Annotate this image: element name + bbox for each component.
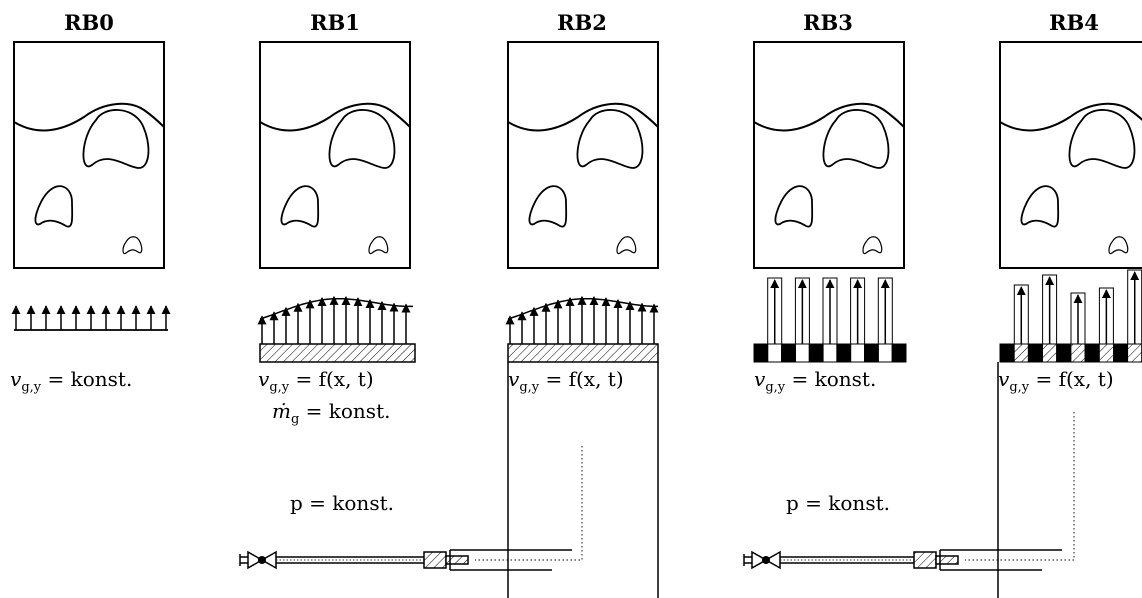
plate-segment — [1056, 343, 1072, 363]
nozzle-opening — [850, 343, 866, 363]
rb2-dotted-leader — [475, 446, 583, 561]
velocity-profile-curve — [259, 297, 413, 320]
tank-boxes — [13, 41, 1142, 269]
free-surface-line — [999, 102, 1142, 132]
plate-segment — [808, 343, 824, 363]
injector-block — [423, 551, 447, 569]
small-bubble — [368, 236, 389, 255]
injector-block — [913, 551, 937, 569]
rb1-porous-plate — [259, 343, 416, 363]
rb1-feed-line — [239, 549, 572, 571]
tank-outline — [259, 41, 411, 269]
header-rb1: RB1 — [310, 10, 360, 35]
rb0-equation: vg,y = konst. — [10, 367, 132, 395]
plate-segment — [999, 343, 1015, 363]
medium-bubble — [34, 185, 74, 228]
valve-left-cone — [247, 550, 264, 570]
plate-segment — [1113, 343, 1129, 363]
nozzle-opening — [1070, 343, 1086, 363]
small-bubble — [122, 236, 143, 255]
rb3-pressure-label: p = konst. — [786, 491, 890, 515]
header-rb3: RB3 — [803, 10, 853, 35]
plate-segment — [864, 343, 879, 363]
large-bubble — [82, 109, 150, 169]
nozzle-opening — [1042, 343, 1058, 363]
tank-rb1 — [259, 41, 411, 269]
injector-nozzle — [445, 555, 469, 565]
tank-rb0 — [13, 41, 165, 269]
free-surface-line — [753, 102, 905, 132]
rb1-velocity-profile — [257, 295, 413, 344]
rb2-porous-plate — [507, 343, 659, 363]
medium-bubble — [774, 185, 814, 228]
valve-stem — [762, 556, 770, 564]
free-surface-line — [13, 102, 165, 132]
header-rb0: RB0 — [64, 10, 114, 35]
plate-segment — [753, 343, 769, 363]
free-surface-line — [259, 102, 411, 132]
tank-rb3 — [753, 41, 905, 269]
plate-segment — [1084, 343, 1100, 363]
nozzle-opening — [795, 343, 810, 363]
tank-outline — [507, 41, 659, 269]
valve-left-cone — [751, 550, 768, 570]
header-rb4: RB4 — [1049, 10, 1099, 35]
medium-bubble — [1020, 185, 1060, 228]
rb4-nozzle-plate — [999, 269, 1142, 363]
tank-rb2 — [507, 41, 659, 269]
rb4-velocity-equation: vg,y = f(x, t) — [998, 367, 1114, 395]
large-bubble — [1068, 109, 1136, 169]
tank-outline — [999, 41, 1142, 269]
large-bubble — [822, 109, 890, 169]
rb3-equation: vg,y = konst. — [754, 367, 876, 395]
rb1-pressure-label: p = konst. — [290, 491, 394, 515]
small-bubble — [616, 236, 637, 255]
nozzle-opening — [1127, 343, 1142, 363]
rb3-nozzle-plate — [753, 277, 907, 363]
plate-segment — [1027, 343, 1044, 363]
plate-segment — [891, 343, 907, 363]
small-bubble — [1108, 236, 1129, 255]
large-bubble — [328, 109, 396, 169]
rb4-dotted-leader — [965, 412, 1075, 561]
tank-rb4 — [999, 41, 1142, 269]
valve-stem — [258, 556, 266, 564]
rb1-velocity-equation: vg,y = f(x, t) — [258, 367, 374, 395]
medium-bubble — [528, 185, 568, 228]
nozzle-opening — [877, 343, 893, 363]
nozzle-opening — [822, 343, 838, 363]
nozzle-opening — [1098, 343, 1115, 363]
plate-segment — [781, 343, 796, 363]
rb0-uniform-velocity-arrows — [11, 305, 171, 331]
tank-outline — [753, 41, 905, 269]
nozzle-opening — [1013, 343, 1029, 363]
medium-bubble — [280, 185, 320, 228]
small-bubble — [862, 236, 883, 255]
tank-outline — [13, 41, 165, 269]
plate-segment — [836, 343, 852, 363]
rb2-velocity-equation: vg,y = f(x, t) — [508, 367, 624, 395]
rb2-velocity-profile — [505, 295, 659, 344]
nozzle-opening — [767, 343, 783, 363]
free-surface-line — [507, 102, 659, 132]
large-bubble — [576, 109, 644, 169]
rb1-mass-flow-equation: ṁg = konst. — [272, 399, 390, 427]
rb3-feed-line — [743, 549, 1062, 571]
injector-nozzle — [935, 555, 959, 565]
header-rb2: RB2 — [557, 10, 607, 35]
velocity-profile-curve — [507, 297, 658, 320]
